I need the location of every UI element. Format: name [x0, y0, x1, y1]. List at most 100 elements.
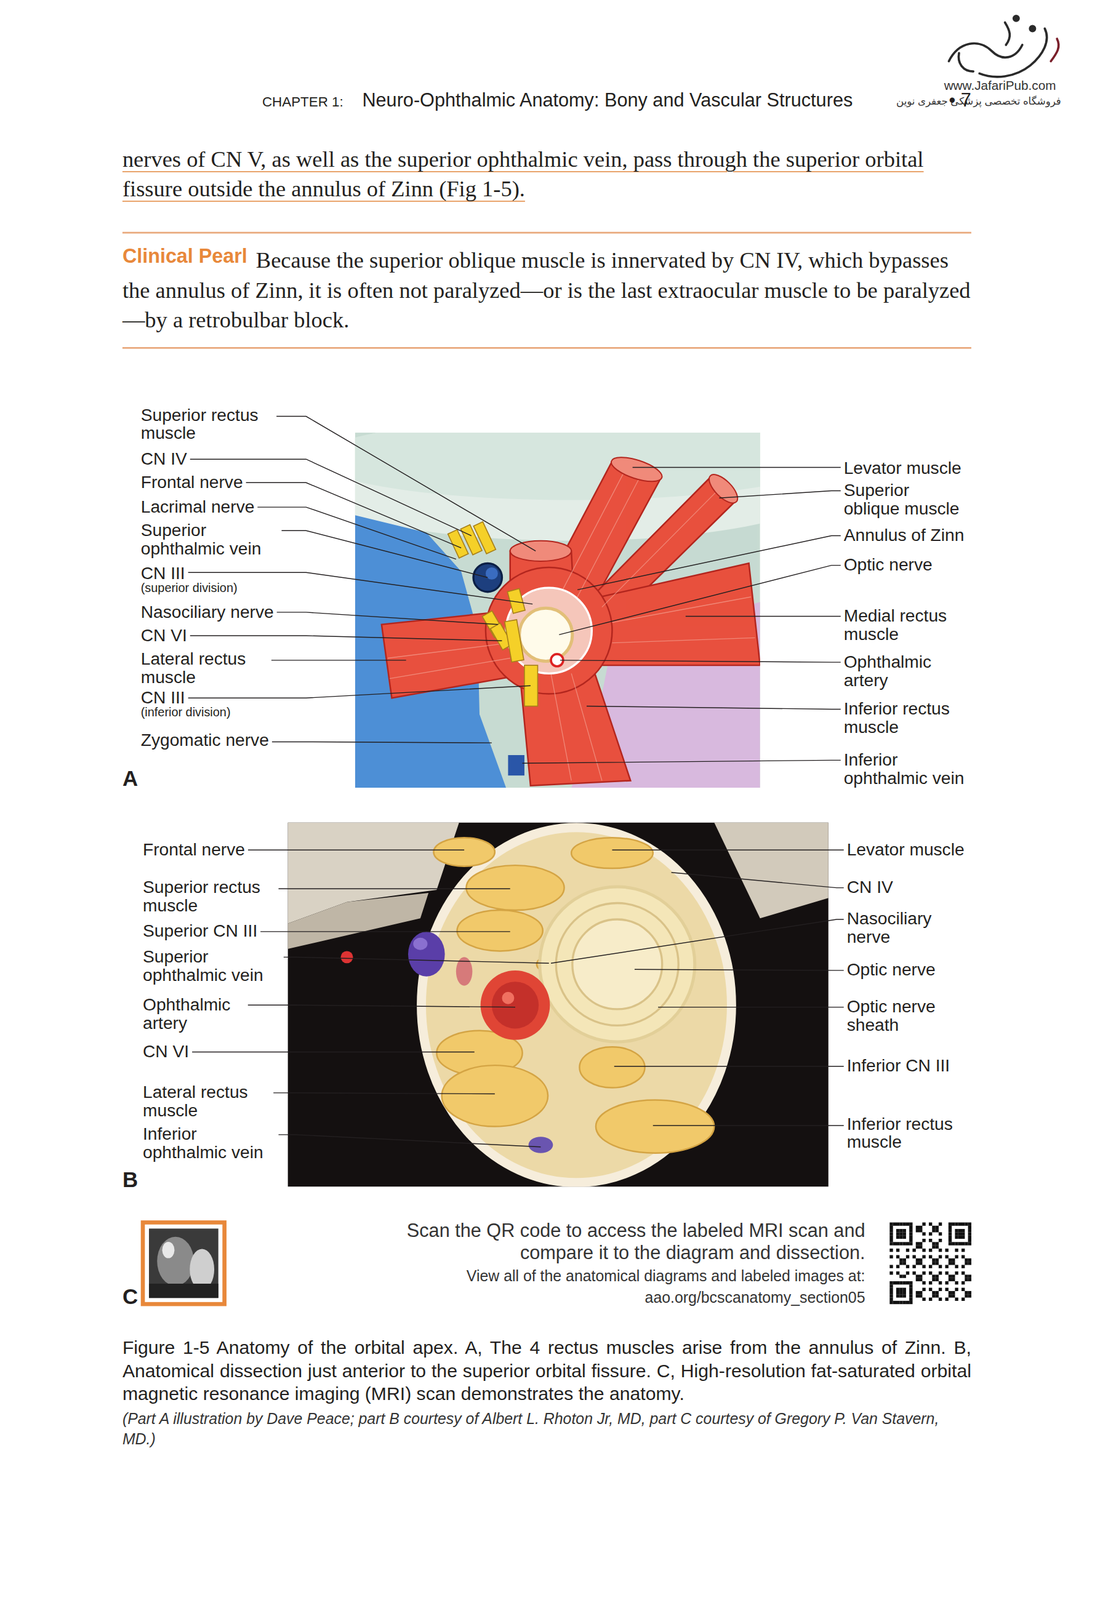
qr-module: [964, 1274, 968, 1278]
leader-line: [632, 467, 841, 468]
qr-code: [889, 1222, 972, 1305]
leader-line: [276, 416, 536, 552]
anatomy-label: Optic nerve sheath: [847, 997, 960, 1035]
qr-module: [961, 1288, 965, 1292]
qr-module: [896, 1291, 900, 1295]
qr-module: [919, 1278, 923, 1282]
qr-module: [931, 1291, 936, 1295]
qr-module: [944, 1271, 948, 1275]
qr-module: [922, 1288, 926, 1292]
anatomy-label: Superior oblique muscle: [843, 481, 965, 519]
illustration-rect: [148, 1228, 219, 1299]
anatomy-label: Optic nerve: [847, 960, 936, 980]
illustration-line: [602, 488, 721, 608]
qr-module: [928, 1288, 932, 1292]
illustration-line: [550, 673, 572, 781]
illustration-rect: [142, 1222, 225, 1305]
anatomy-label: CN VI: [142, 1042, 189, 1062]
leader-line: [278, 1135, 541, 1148]
panel-letter: B: [122, 1168, 138, 1192]
qr-module: [938, 1281, 942, 1285]
illustration-ellipse: [579, 1047, 645, 1088]
qr-module: [948, 1239, 952, 1243]
qr-module: [968, 1239, 972, 1243]
leader-line: [278, 888, 510, 890]
qr-module: [889, 1264, 893, 1269]
qr-module: [964, 1278, 968, 1282]
illustration-path: [958, 52, 974, 72]
anatomy-label: Medial rectus muscle: [843, 606, 967, 644]
qr-module: [954, 1229, 958, 1233]
illustration-g: [433, 837, 715, 1153]
qr-module: [928, 1222, 932, 1226]
qr-module: [896, 1294, 900, 1298]
qr-module: [954, 1236, 958, 1240]
qr-module: [954, 1222, 958, 1226]
anatomy-label: Inferior ophthalmic vein: [142, 1125, 276, 1163]
leader-line: [577, 536, 841, 591]
qr-module: [889, 1239, 893, 1243]
qr-module: [928, 1232, 932, 1236]
qr-module: [896, 1288, 900, 1292]
qr-module: [968, 1274, 972, 1278]
qr-module: [938, 1239, 942, 1243]
anatomy-label: Lacrimal nerve: [140, 497, 255, 517]
qr-module: [931, 1278, 936, 1282]
illustration-ellipse: [608, 452, 665, 487]
anatomy-label: CN III: [140, 688, 186, 708]
qr-module: [909, 1236, 913, 1240]
qr-module: [935, 1278, 939, 1282]
qr-module: [919, 1258, 923, 1262]
qr-module: [906, 1248, 910, 1253]
qr-module: [958, 1242, 962, 1246]
qr-module: [906, 1271, 910, 1275]
qr-module: [912, 1271, 916, 1275]
illustration-ellipse: [704, 470, 743, 508]
qr-module: [919, 1261, 923, 1265]
illustration-line: [571, 673, 603, 781]
qr-module: [896, 1255, 900, 1259]
qr-module: [899, 1291, 903, 1295]
illustration-ellipse: [421, 827, 732, 1184]
qr-module: [889, 1255, 893, 1259]
anatomy-label: Nasociliary nerve: [847, 909, 950, 947]
rules: [122, 232, 972, 348]
leader-line: [283, 957, 550, 964]
anatomy-label: Zygomatic nerve: [140, 731, 269, 750]
qr-module: [931, 1245, 936, 1249]
qr-module: [961, 1222, 965, 1226]
qr-module: [964, 1291, 968, 1295]
anatomy-label: Inferior rectus muscle: [843, 699, 972, 737]
qr-module: [903, 1274, 907, 1278]
qr-module: [948, 1229, 952, 1233]
qr-module: [961, 1242, 965, 1246]
anatomy-label: CN VI: [140, 626, 188, 646]
qr-module: [919, 1291, 923, 1295]
body-text: nerves of CN V, as well as the superior …: [122, 144, 972, 204]
qr-module: [968, 1294, 972, 1298]
qr-module: [889, 1301, 893, 1305]
illustration-ellipse: [162, 1242, 175, 1259]
anatomy-sublabel: (inferior division): [140, 706, 231, 720]
qr-module: [899, 1294, 903, 1298]
anatomy-label: Inferior rectus muscle: [847, 1115, 975, 1153]
qr-module: [915, 1229, 920, 1233]
anatomy-label: Superior ophthalmic vein: [140, 521, 279, 559]
qr-module: [961, 1281, 965, 1285]
qr-module: [931, 1258, 936, 1262]
qr-module: [922, 1239, 926, 1243]
qr-module: [909, 1284, 913, 1288]
qr-module: [889, 1284, 893, 1288]
qr-module: [893, 1222, 897, 1226]
qr-module: [928, 1264, 932, 1269]
qr-module: [928, 1271, 932, 1275]
qr-module: [958, 1236, 962, 1240]
illustration-line: [567, 475, 641, 617]
qr-module: [954, 1232, 958, 1236]
qr-module: [899, 1258, 903, 1262]
illustration-circle: [480, 970, 551, 1041]
qr-module: [951, 1278, 955, 1282]
qr-module: [935, 1274, 939, 1278]
qr-module: [922, 1281, 926, 1285]
qr-module: [954, 1264, 958, 1269]
